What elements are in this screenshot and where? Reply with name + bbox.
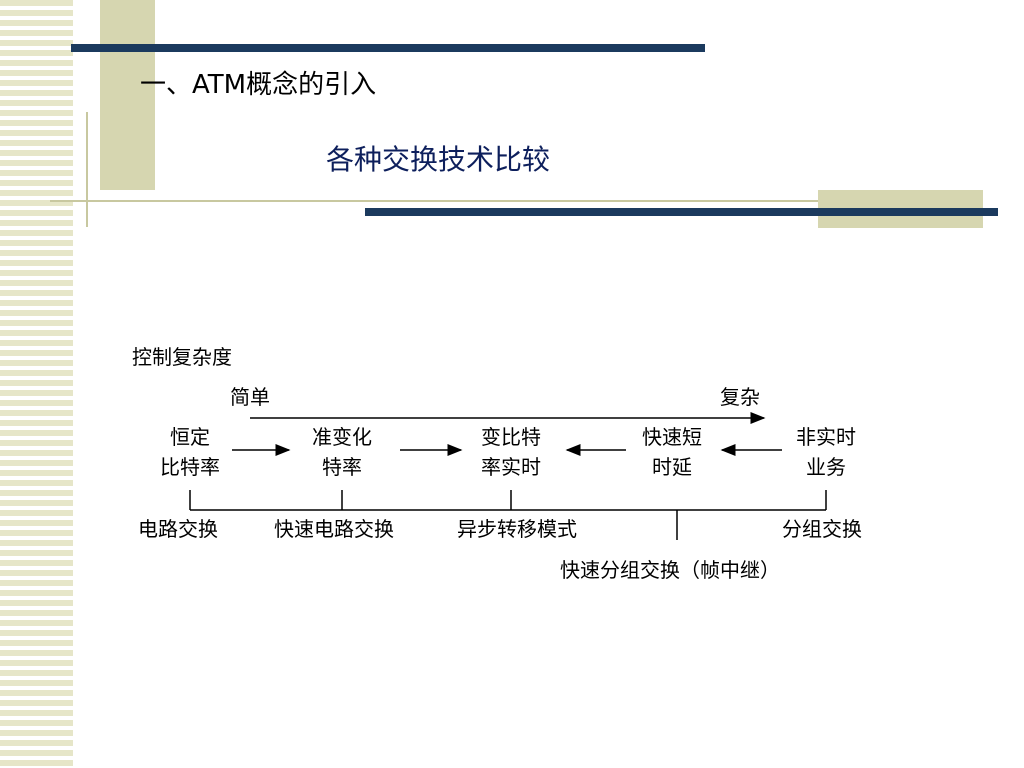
node-label-line1: 准变化 bbox=[312, 425, 372, 449]
decorative-horizontal-line bbox=[50, 200, 980, 202]
left-stripe-decoration bbox=[0, 0, 73, 768]
slide-heading: 一、ATM概念的引入 bbox=[140, 70, 377, 100]
node-label-line2: 率实时 bbox=[481, 455, 541, 479]
technology-label: 电路交换 bbox=[138, 517, 218, 541]
technology-bracket bbox=[189, 490, 827, 540]
decorative-block-top bbox=[100, 0, 155, 190]
slide-subtitle: 各种交换技术比较 bbox=[326, 143, 551, 176]
decorative-vertical-line bbox=[86, 112, 88, 227]
technology-label: 分组交换 bbox=[782, 517, 862, 541]
title-bar-top bbox=[71, 44, 705, 52]
requirement-node: 非实时 业务 bbox=[796, 425, 856, 479]
node-label-line2: 业务 bbox=[806, 455, 846, 479]
complexity-axis-label: 控制复杂度 bbox=[132, 345, 232, 369]
node-label-line1: 快速短 bbox=[642, 425, 702, 449]
scale-high-label: 复杂 bbox=[720, 385, 760, 409]
requirement-node: 快速短 时延 bbox=[642, 425, 702, 479]
title-bar-bottom bbox=[365, 208, 998, 216]
node-label-line2: 特率 bbox=[322, 455, 362, 479]
node-label-line2: 比特率 bbox=[160, 455, 220, 479]
technology-label: 异步转移模式 bbox=[457, 517, 577, 541]
requirement-node: 恒定 比特率 bbox=[160, 425, 220, 479]
technology-label: 快速电路交换 bbox=[274, 517, 394, 541]
node-label-line1: 恒定 bbox=[170, 425, 210, 449]
requirement-node: 变比特 率实时 bbox=[481, 425, 541, 479]
technology-label: 快速分组交换（帧中继） bbox=[560, 558, 780, 582]
node-label-line1: 变比特 bbox=[481, 425, 541, 449]
node-label-line1: 非实时 bbox=[796, 425, 856, 449]
scale-low-label: 简单 bbox=[230, 385, 270, 409]
requirement-node: 准变化 特率 bbox=[312, 425, 372, 479]
node-label-line2: 时延 bbox=[652, 455, 692, 479]
